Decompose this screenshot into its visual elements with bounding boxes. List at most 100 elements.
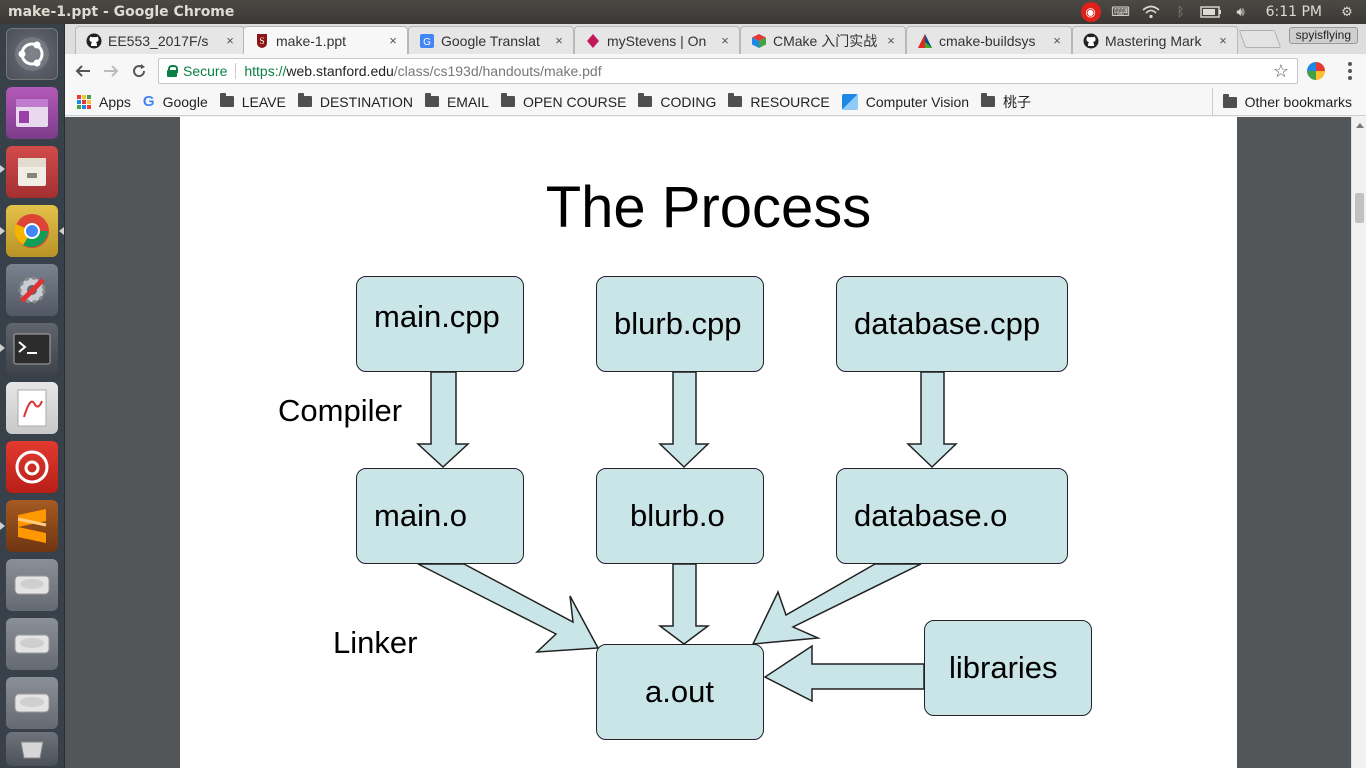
tab-cmake-buildsys[interactable]: cmake-buildsys ×: [906, 26, 1072, 54]
volume-icon[interactable]: 🔊︎: [1236, 4, 1245, 20]
tab-make-ppt[interactable]: S make-1.ppt ×: [243, 26, 408, 54]
extension-color-icon[interactable]: [1307, 62, 1325, 80]
sublime-text-icon[interactable]: [6, 500, 58, 552]
vertical-scrollbar[interactable]: [1351, 117, 1366, 768]
tab-close-icon[interactable]: ×: [226, 33, 234, 48]
scrollbar-thumb[interactable]: [1355, 193, 1364, 223]
google-translate-icon: G: [419, 33, 435, 49]
tab-close-icon[interactable]: ×: [1219, 33, 1227, 48]
tab-close-icon[interactable]: ×: [887, 33, 895, 48]
drive-icon[interactable]: [6, 559, 58, 611]
bookmark-folder-open-course[interactable]: OPEN COURSE: [495, 93, 632, 110]
box-label: main.cpp: [374, 299, 500, 334]
bookmark-apps[interactable]: Apps: [65, 94, 137, 110]
chrome-icon[interactable]: [6, 205, 58, 257]
compile-arrow-main: [416, 371, 470, 469]
bookmark-folder-destination[interactable]: DESTINATION: [292, 93, 419, 110]
scroll-up-arrow-icon[interactable]: [1356, 123, 1364, 128]
link-arrow-libraries: [763, 644, 925, 703]
keyboard-icon[interactable]: ⌨: [1111, 4, 1130, 20]
reload-button[interactable]: [127, 60, 151, 82]
bluetooth-icon[interactable]: ᛒ: [1176, 4, 1185, 20]
url-path: /class/cs193d/handouts/make.pdf: [393, 63, 602, 79]
trash-icon[interactable]: [6, 732, 58, 766]
folder-icon: [981, 93, 996, 107]
slide-title: The Process: [545, 175, 872, 240]
bookmark-label: DESTINATION: [319, 93, 413, 110]
bookmark-folder-resource[interactable]: RESOURCE: [722, 93, 835, 110]
box-label: blurb.o: [630, 498, 725, 533]
forward-button[interactable]: [99, 60, 123, 82]
folder-icon: [1222, 93, 1237, 108]
object-box-main-o: main.o: [356, 468, 524, 564]
bookmark-google[interactable]: G Google: [137, 93, 214, 110]
linker-label: Linker: [333, 625, 418, 660]
bookmark-folder-email[interactable]: EMAIL: [419, 93, 495, 110]
bookmark-folder-leave[interactable]: LEAVE: [214, 93, 292, 110]
browser-toolbar: Secure https:// web.stanford.edu /class/…: [65, 54, 1366, 88]
tab-label: CMake 入门实战: [773, 32, 878, 49]
url-scheme: https://: [244, 63, 287, 79]
box-label: a.out: [645, 674, 714, 709]
apps-grid-icon: [77, 94, 91, 109]
bookmark-label: EMAIL: [446, 93, 489, 110]
clock[interactable]: 6:11 PM: [1265, 4, 1322, 20]
other-bookmarks[interactable]: Other bookmarks: [1211, 88, 1352, 116]
battery-icon[interactable]: [1198, 0, 1224, 24]
bookmark-label: Google: [162, 93, 208, 110]
box-label: database.o: [854, 498, 1008, 533]
reload-icon: [133, 64, 146, 78]
tab-mystevens[interactable]: myStevens | On ×: [574, 26, 740, 54]
bookmark-folder-coding[interactable]: CODING: [632, 93, 722, 110]
secure-label[interactable]: Secure: [183, 63, 237, 79]
tab-google-translate[interactable]: G Google Translat ×: [408, 26, 574, 54]
netease-music-icon[interactable]: ◉: [1078, 0, 1104, 24]
terminal-icon[interactable]: [6, 323, 58, 375]
compile-arrow-database: [906, 371, 958, 469]
back-arrow-icon: [75, 65, 90, 77]
bookmark-computer-vision[interactable]: Computer Vision: [836, 93, 975, 110]
tab-label: EE553_2017F/s: [108, 32, 209, 49]
new-tab-button[interactable]: [1238, 30, 1282, 48]
folder-icon: [728, 93, 743, 107]
tab-close-icon[interactable]: ×: [389, 33, 397, 48]
tab-label: make-1.ppt: [276, 32, 347, 49]
tab-close-icon[interactable]: ×: [721, 33, 729, 48]
object-box-blurb-o: blurb.o: [596, 468, 764, 564]
netease-music-icon[interactable]: [6, 441, 58, 493]
system-settings-icon[interactable]: [6, 264, 58, 316]
settings-gear-icon[interactable]: ⚙: [1341, 4, 1353, 20]
folder-icon: [424, 93, 439, 107]
tab-close-icon[interactable]: ×: [1053, 33, 1061, 48]
tab-github-ee553[interactable]: EE553_2017F/s ×: [75, 26, 245, 54]
cmake-cube-icon: [751, 33, 767, 49]
drive-icon[interactable]: [6, 677, 58, 729]
folder-icon: [297, 93, 312, 107]
pdf-page: The Process main.cpp blurb.cpp: [180, 117, 1237, 768]
output-box-a-out: a.out: [596, 644, 764, 740]
os-top-panel: make-1.ppt - Google Chrome ◉ ⌨ ᛒ 🔊︎ 6:11…: [0, 0, 1366, 24]
profile-button[interactable]: spyisflying: [1288, 27, 1358, 44]
address-bar[interactable]: Secure https:// web.stanford.edu /class/…: [158, 58, 1298, 84]
file-cabinet-icon[interactable]: [6, 146, 58, 198]
drive-icon[interactable]: [6, 618, 58, 670]
source-box-blurb-cpp: blurb.cpp: [596, 276, 764, 372]
cmake-triangle-icon: [917, 33, 933, 49]
bookmark-star-icon[interactable]: ☆: [1272, 61, 1289, 81]
bookmark-label: Computer Vision: [865, 93, 970, 110]
chrome-menu-icon[interactable]: [1340, 60, 1360, 82]
tab-close-icon[interactable]: ×: [555, 33, 563, 48]
compile-arrow-blurb: [658, 371, 710, 469]
pdf-viewer-icon[interactable]: [6, 382, 58, 434]
pdf-viewport[interactable]: The Process main.cpp blurb.cpp: [65, 117, 1366, 768]
back-button[interactable]: [71, 60, 95, 82]
bookmark-folder-taozi[interactable]: 桃子: [975, 92, 1037, 112]
system-tray: ◉ ⌨ ᛒ 🔊︎ 6:11 PM ⚙: [1078, 0, 1366, 24]
wifi-icon[interactable]: [1138, 0, 1164, 24]
tab-mastering-markdown[interactable]: Mastering Mark ×: [1072, 26, 1238, 54]
tab-cmake-tutorial[interactable]: CMake 入门实战 ×: [740, 26, 906, 54]
ubuntu-dash-icon[interactable]: [6, 28, 58, 80]
stevens-icon: [585, 33, 601, 49]
box-label: main.o: [374, 498, 468, 533]
unity-tweak-icon[interactable]: [6, 87, 58, 139]
